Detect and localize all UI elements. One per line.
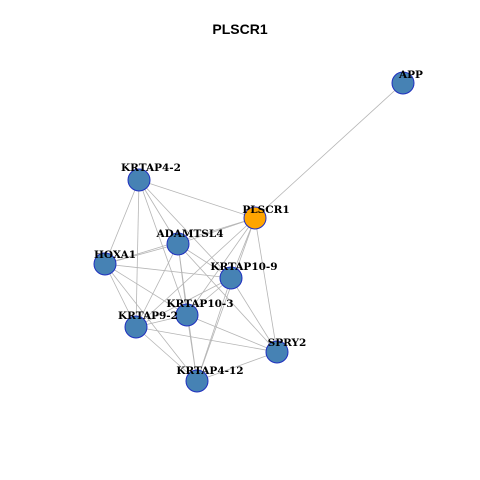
node-krtap4-12 [185,369,209,393]
edges-layer [104,82,404,382]
edge-krtap4-2-krtap10-9 [138,179,232,279]
edge-krtap10-9-krtap4-12 [196,277,232,382]
node-label-plscr1: PLSCR1 [242,204,289,216]
node-krtap10-9 [219,266,243,290]
edge-hoxa1-krtap10-3 [104,263,188,316]
edge-adamtsl4-krtap9-2 [135,243,179,328]
edge-krtap9-2-krtap4-12 [135,326,198,382]
edge-plscr1-krtap9-2 [135,217,256,328]
nodes-layer [93,71,415,393]
edge-hoxa1-krtap4-12 [104,263,198,382]
edge-plscr1-spry2 [254,217,278,353]
node-label-hoxa1: HOXA1 [94,249,136,261]
edge-plscr1-krtap4-12 [196,217,256,382]
edge-krtap4-2-hoxa1 [104,179,140,265]
node-hoxa1 [93,252,117,276]
edge-krtap4-2-krtap9-2 [135,179,140,328]
node-label-app: APP [398,69,423,81]
node-krtap10-3 [175,303,199,327]
node-label-krtap4-2: KRTAP4-2 [121,162,181,174]
edge-adamtsl4-spry2 [177,243,278,353]
edge-krtap9-2-spry2 [135,326,278,353]
edge-krtap10-9-krtap9-2 [135,277,232,328]
diagram-title: PLSCR1 [212,21,268,37]
node-label-adamtsl4: ADAMTSL4 [155,228,223,240]
edge-krtap4-2-adamtsl4 [138,179,179,245]
node-krtap4-2 [127,168,151,192]
edge-app-plscr1 [254,82,404,219]
edge-adamtsl4-hoxa1 [104,243,179,265]
node-plscr1 [243,206,267,230]
edge-krtap10-9-spry2 [230,277,278,353]
node-label-krtap10-9: KRTAP10-9 [210,261,277,273]
edge-krtap4-2-krtap10-3 [138,179,188,316]
node-spry2 [265,340,289,364]
node-label-krtap9-2: KRTAP9-2 [118,310,178,322]
edge-hoxa1-krtap9-2 [104,263,137,328]
node-label-krtap4-12: KRTAP4-12 [176,365,243,377]
edge-hoxa1-krtap10-9 [104,263,232,279]
node-app [391,71,415,95]
node-label-krtap10-3: KRTAP10-3 [166,298,233,310]
node-krtap9-2 [124,315,148,339]
edge-krtap10-3-spry2 [186,314,278,353]
edge-plscr1-krtap4-2 [138,179,256,219]
labels-layer: APP KRTAP4-2PLSCR1ADAMTSL4HOXA1KRTAP10-9K… [94,69,423,377]
node-adamtsl4 [166,232,190,256]
edge-plscr1-krtap10-3 [186,217,256,316]
node-label-spry2: SPRY2 [268,337,307,349]
edge-spry2-krtap4-12 [196,351,278,382]
